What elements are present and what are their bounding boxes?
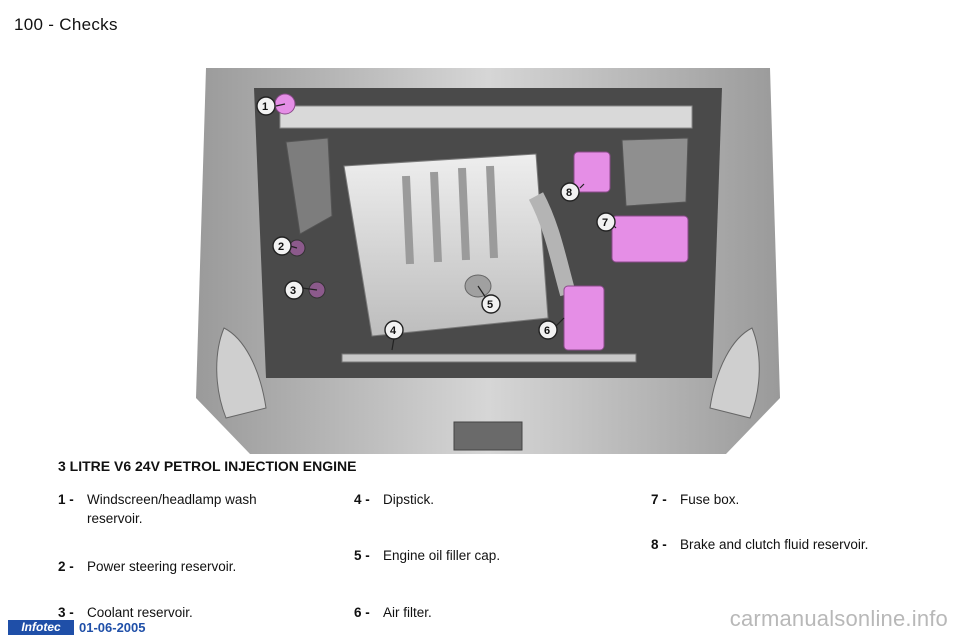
- item-number: 5 -: [354, 548, 370, 563]
- item-number: 6 -: [354, 605, 370, 620]
- callout-2: 2: [272, 236, 292, 256]
- list-item: 5 - Engine oil filler cap.: [354, 546, 593, 565]
- svg-text:1: 1: [262, 101, 268, 113]
- item-text: Air filter.: [383, 605, 432, 620]
- item-number: 3 -: [58, 605, 74, 620]
- item-text: Dipstick.: [383, 492, 435, 507]
- item-number: 8 -: [651, 537, 667, 552]
- list-item: 1 - Windscreen/headlamp wash reservoir.: [58, 490, 297, 528]
- svg-text:4: 4: [390, 325, 397, 337]
- list-item: 7 - Fuse box.: [651, 490, 890, 509]
- air-intake-hose: [528, 192, 576, 297]
- v6-engine-block: [343, 153, 549, 337]
- left-inner-panel: [285, 137, 333, 235]
- intake-runners: [402, 165, 498, 265]
- list-item: 3 - Coolant reservoir.: [58, 603, 297, 622]
- item-text: Coolant reservoir.: [87, 605, 193, 620]
- front-grille: [453, 421, 523, 451]
- infotec-logo: Infotec: [8, 620, 74, 635]
- section-title: Checks: [59, 15, 118, 34]
- item-text: Fuse box.: [680, 492, 740, 507]
- svg-text:7: 7: [602, 217, 608, 229]
- callout-leaders: [275, 103, 617, 351]
- right-headlamp: [709, 327, 760, 419]
- page-header: 100 - Checks: [14, 15, 118, 35]
- item-number: 4 -: [354, 492, 370, 507]
- svg-text:8: 8: [566, 187, 572, 199]
- list-item: 4 - Dipstick.: [354, 490, 593, 509]
- callout-8: 8: [560, 182, 580, 202]
- callout-1: 1: [256, 96, 276, 116]
- site-watermark: carmanualsonline.info: [729, 606, 948, 631]
- engine-bay-illustration: 1 2 3 4 5 6 7 8: [196, 68, 780, 454]
- callout-6: 6: [538, 320, 558, 340]
- bulkhead-panel: [279, 105, 693, 129]
- item-number: 7 -: [651, 492, 667, 507]
- item-text: Power steering reservoir.: [87, 559, 237, 574]
- list-item: 8 - Brake and clutch fluid reservoir.: [651, 535, 920, 554]
- item-text: Engine oil filler cap.: [383, 548, 501, 563]
- callout-7: 7: [596, 212, 616, 232]
- item-number: 1 -: [58, 492, 74, 507]
- list-item: 6 - Air filter.: [354, 603, 593, 622]
- item-number: 2 -: [58, 559, 74, 574]
- front-crossmember: [341, 353, 637, 363]
- callout-4: 4: [384, 320, 404, 340]
- right-inner-panel: [621, 137, 689, 207]
- engine-bay-drawing: 1 2 3 4 5 6 7 8: [196, 68, 780, 454]
- figure-caption: 3 LITRE V6 24V PETROL INJECTION ENGINE: [58, 458, 357, 474]
- header-separator: -: [48, 15, 55, 34]
- left-headlamp: [216, 327, 267, 419]
- item-text: Windscreen/headlamp wash reservoir.: [87, 492, 257, 526]
- air-filter-highlight: [563, 285, 605, 351]
- svg-text:5: 5: [487, 299, 493, 311]
- fuse-box-highlight: [611, 215, 689, 263]
- svg-text:2: 2: [278, 241, 284, 253]
- brake-fluid-reservoir-highlight: [573, 151, 611, 193]
- callout-5: 5: [481, 294, 501, 314]
- list-item: 2 - Power steering reservoir.: [58, 557, 297, 576]
- svg-text:3: 3: [290, 285, 296, 297]
- page-number: 100: [14, 15, 44, 34]
- item-text: Brake and clutch fluid reservoir.: [680, 537, 869, 552]
- svg-text:6: 6: [544, 325, 550, 337]
- publication-date: 01-06-2005: [79, 620, 146, 635]
- callout-3: 3: [284, 280, 304, 300]
